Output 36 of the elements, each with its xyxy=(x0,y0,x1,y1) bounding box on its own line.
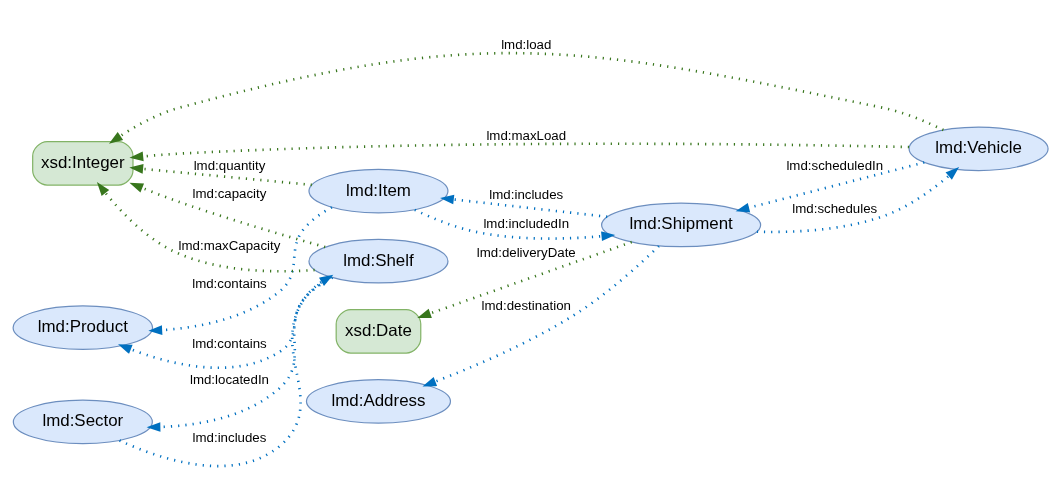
arrow xyxy=(129,182,326,248)
edge-label: lmd:contains xyxy=(192,335,267,351)
edge-label: lmd:destination xyxy=(481,297,571,313)
arrow xyxy=(146,275,332,432)
edge-label: lmd:load xyxy=(501,36,552,52)
edge-label: lmd:includes xyxy=(192,429,267,445)
node-box: xsd:Integer xyxy=(32,140,134,186)
edge-label: lmd:maxLoad xyxy=(486,127,567,143)
arrow xyxy=(422,244,660,386)
edge-label: lmd:locatedIn xyxy=(189,371,269,387)
arrow xyxy=(414,208,616,241)
edge-label: lmd:deliveryDate xyxy=(476,244,576,260)
arrow xyxy=(129,163,312,186)
node-box: xsd:Date xyxy=(335,308,422,354)
edge-label: lmd:contains xyxy=(192,275,267,291)
node-ellipse: lmd:Product xyxy=(12,304,154,350)
edge-label: lmd:includes xyxy=(489,186,564,202)
node-ellipse: lmd:Vehicle xyxy=(908,125,1049,171)
edge-label: lmd:maxCapacity xyxy=(178,237,281,253)
arrow xyxy=(119,274,334,467)
edge-label: lmd:capacity xyxy=(192,185,267,201)
arrow xyxy=(96,181,315,273)
edge-label: lmd:schedules xyxy=(792,200,878,216)
arrow xyxy=(118,275,334,369)
edge-label: lmd:scheduledIn xyxy=(786,157,884,173)
edge-label: lmd:quantity xyxy=(193,157,266,173)
node-ellipse: lmd:Sector xyxy=(12,399,153,444)
arrow xyxy=(735,160,925,212)
arrow xyxy=(108,51,944,144)
arrow xyxy=(440,194,608,218)
arrow xyxy=(148,205,333,335)
node-ellipse: lmd:Item xyxy=(308,168,449,213)
arrow xyxy=(756,166,960,233)
edge-label: lmd:includedIn xyxy=(483,215,570,231)
arrow xyxy=(417,240,633,318)
arrow xyxy=(129,141,909,161)
